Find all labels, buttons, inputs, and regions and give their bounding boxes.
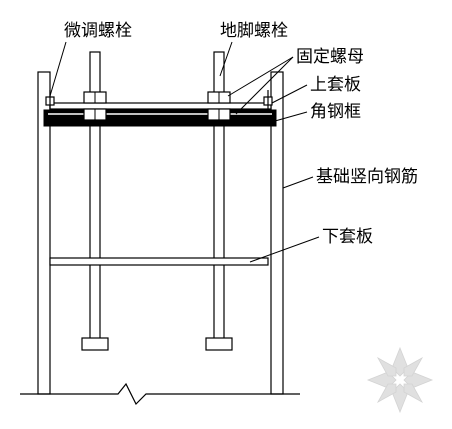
fine-adjust-bolt-right — [263, 90, 273, 112]
leader-lines — [49, 41, 320, 263]
lower-plate-label: 下套板 — [322, 227, 373, 247]
fixing-nut-right-top — [207, 91, 231, 104]
fixing-nut-label: 固定螺母 — [296, 47, 364, 67]
snowflake-watermark-icon — [366, 346, 434, 414]
ground-break-line — [20, 382, 300, 406]
anchor-bolt-left — [81, 51, 109, 351]
fine-adjust-bolt-left — [45, 90, 55, 112]
fine-adjust-bolt-label: 微调螺栓 — [64, 21, 132, 41]
fixing-nut-left-bottom — [83, 108, 107, 121]
fixing-nut-left-top — [83, 91, 107, 104]
fixing-nut-right-bottom — [207, 108, 231, 121]
upper-plate-label: 上套板 — [310, 75, 361, 95]
anchor-bolt-label: 地脚螺栓 — [220, 21, 288, 41]
anchor-bolt-right — [205, 51, 233, 351]
angle-steel-frame-label: 角钢框 — [310, 102, 361, 122]
upper-plate — [49, 102, 272, 110]
vertical-rebar-label: 基础竖向钢筋 — [316, 167, 418, 187]
angle-steel-frame — [43, 109, 277, 127]
lower-plate — [49, 257, 269, 266]
